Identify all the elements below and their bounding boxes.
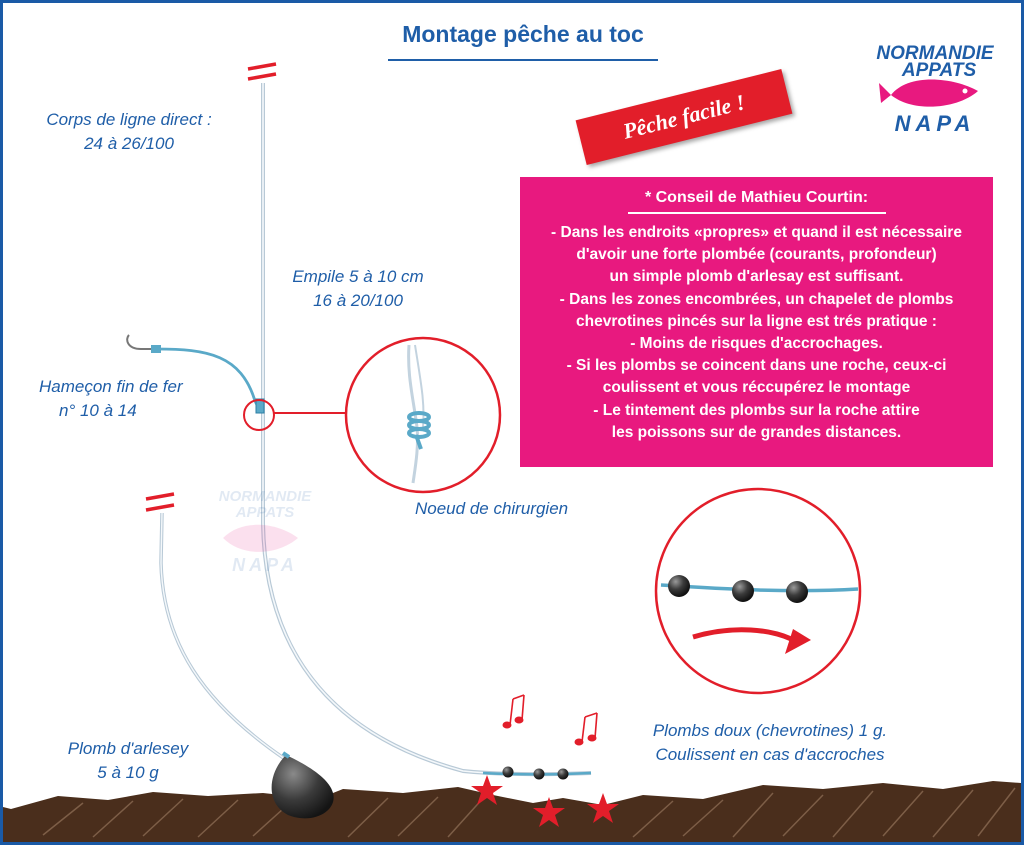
- svg-text:APPATS: APPATS: [901, 60, 977, 81]
- hook-eye: [151, 345, 161, 353]
- svg-text:NORMANDIE: NORMANDIE: [876, 43, 994, 64]
- line-top-marker: [247, 62, 277, 81]
- knot: [255, 398, 265, 414]
- sinker-label-2: 5 à 10 g: [97, 763, 159, 782]
- tip-line: d'avoir une forte plombée (courants, pro…: [576, 246, 937, 264]
- tip-line: - Moins de risques d'accrochages.: [630, 335, 883, 353]
- svg-text:NAPA: NAPA: [895, 111, 976, 136]
- title-underline: [388, 59, 658, 61]
- knot-label: Noeud de chirurgien: [415, 499, 569, 518]
- tip-line: - Dans les zones encombrées, un chapelet…: [559, 290, 954, 308]
- tip-line: un simple plomb d'arlesay est suffisant.: [609, 268, 904, 286]
- tip-line: chevrotines pincés sur la ligne est trés…: [576, 312, 937, 330]
- brand-logo: NORMANDIE APPATS NAPA: [876, 43, 994, 136]
- leader-label-2: 16 à 20/100: [313, 291, 403, 310]
- rig-illustration: NORMANDIE APPATS NAPA NORMANDIE APPATS N…: [3, 43, 1021, 842]
- shot-label: Plombs doux (chevrotines) 1 g. Coulissen…: [635, 719, 905, 767]
- page-title: Montage pêche au toc: [402, 21, 644, 47]
- sinker: [271, 755, 334, 819]
- tip-line: coulissent et vous réccupérez le montage: [602, 379, 911, 397]
- leader-label-1: Empile 5 à 10 cm: [292, 267, 424, 286]
- split-shots: [502, 766, 569, 780]
- shot-label-1: Plombs doux (chevrotines) 1 g.: [652, 721, 888, 740]
- shot-zoom: [654, 487, 862, 695]
- knot-zoom: [243, 336, 502, 494]
- tip-line: les poissons sur de grandes distances.: [611, 423, 902, 441]
- tip-line: - Dans les endroits «propres» et quand i…: [551, 224, 962, 241]
- music-notes: [502, 694, 598, 746]
- main-line-label-2: 24 à 26/100: [84, 134, 174, 153]
- hook-label: Hameçon fin de fer n° 10 à 14: [39, 375, 209, 423]
- svg-text:NORMANDIE: NORMANDIE: [219, 488, 312, 505]
- sinker-label-1: Plomb d'arlesey: [67, 739, 189, 758]
- sinker-label: Plomb d'arlesey 5 à 10 g: [53, 737, 203, 785]
- shot-label-2: Coulissent en cas d'accroches: [655, 745, 885, 764]
- svg-text:APPATS: APPATS: [235, 504, 295, 521]
- tip-line: - Le tintement des plombs sur la roche a…: [593, 401, 920, 419]
- slide-arrow-head: [785, 629, 811, 654]
- hook-leader: [126, 334, 265, 414]
- main-line-label: Corps de ligne direct : 24 à 26/100: [39, 108, 219, 156]
- seabed: [3, 781, 1021, 842]
- tip-title: * Conseil de Mathieu Courtin:: [644, 189, 869, 206]
- watermark-logo: NORMANDIE APPATS NAPA: [219, 488, 312, 575]
- snag-stars: [471, 775, 619, 827]
- tip-title-underline: [627, 212, 886, 214]
- hook-label-1: Hameçon fin de fer: [39, 377, 183, 396]
- tip-box: * Conseil de Mathieu Courtin: - Dans les…: [520, 177, 993, 467]
- sinker-rig: [145, 492, 334, 819]
- tip-line: - Si les plombs se coincent dans une roc…: [566, 357, 947, 375]
- leader-label: Empile 5 à 10 cm 16 à 20/100: [283, 265, 433, 313]
- svg-text:NAPA: NAPA: [232, 555, 298, 575]
- tip-lines: - Dans les endroits «propres» et quand i…: [520, 222, 993, 444]
- dropper-top-marker: [145, 492, 175, 512]
- hook-label-2: n° 10 à 14: [59, 401, 137, 420]
- main-line-label-1: Corps de ligne direct :: [46, 110, 212, 129]
